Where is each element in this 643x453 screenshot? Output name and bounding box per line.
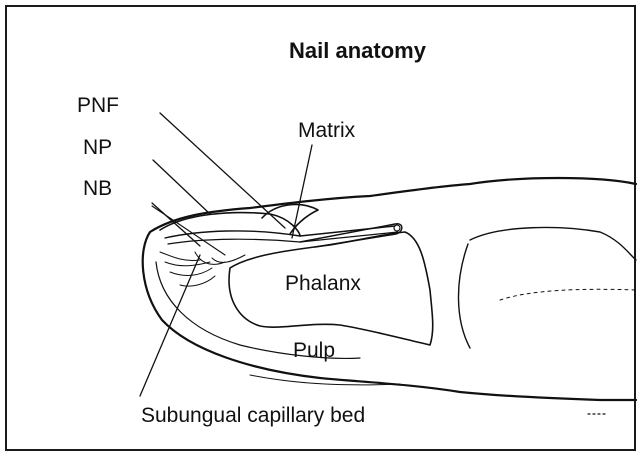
nail-plate bbox=[160, 213, 300, 236]
subungual-leader bbox=[140, 255, 200, 396]
nb-leader bbox=[152, 203, 200, 246]
proximal-nail-fold bbox=[262, 204, 318, 234]
label-matrix: Matrix bbox=[298, 120, 355, 141]
label-pnf: PNF bbox=[77, 95, 119, 116]
finger-outline bbox=[143, 178, 636, 400]
diagram-title: Nail anatomy bbox=[289, 40, 426, 62]
label-np: NP bbox=[83, 137, 112, 158]
np-leader bbox=[153, 160, 210, 214]
label-pulp: Pulp bbox=[293, 340, 335, 361]
joint-bone bbox=[470, 227, 636, 260]
label-nb: NB bbox=[83, 178, 112, 199]
label-subungual: Subungual capillary bed bbox=[141, 405, 365, 426]
label-phalanx: Phalanx bbox=[285, 273, 361, 294]
matrix-leader bbox=[292, 145, 312, 238]
capillary-bed bbox=[160, 252, 245, 286]
